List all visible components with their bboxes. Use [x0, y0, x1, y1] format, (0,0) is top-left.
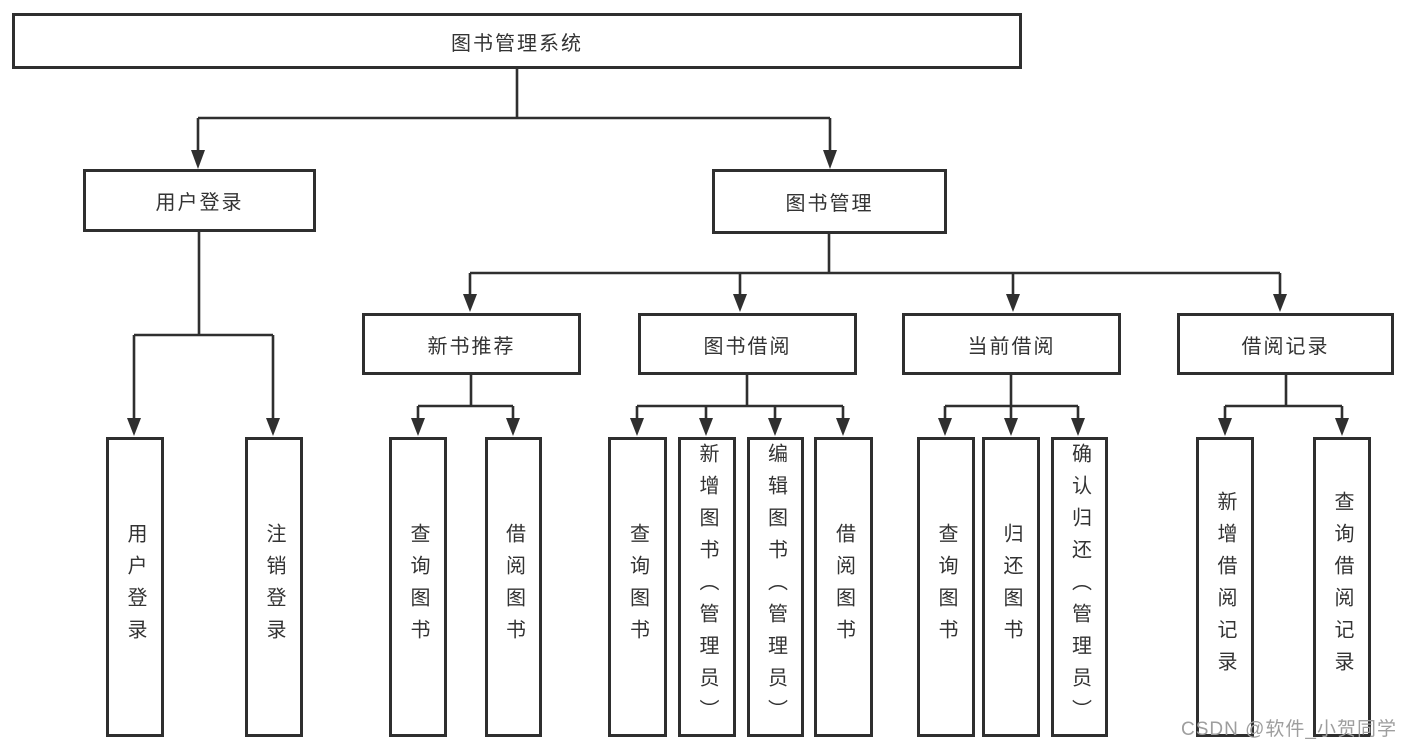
csdn-watermark: CSDN @软件_小贺同学: [1181, 719, 1397, 740]
node-borrow-records: 借阅记录: [1177, 313, 1394, 375]
node-book-management: 图书管理: [712, 169, 947, 234]
leaf-borrow-books: 借阅图书: [814, 437, 873, 737]
node-new-book-recommend: 新书推荐: [362, 313, 581, 375]
leaf-query-borrow-record: 查询借阅记录: [1313, 437, 1371, 737]
leaf-user-login: 用户登录: [106, 437, 164, 737]
leaf-borrow-books-recommend: 借阅图书: [485, 437, 542, 737]
node-current-borrow: 当前借阅: [902, 313, 1121, 375]
leaf-logout: 注销登录: [245, 437, 303, 737]
leaf-add-books-admin: 新增图书（管理员）: [678, 437, 736, 737]
leaf-return-books: 归还图书: [982, 437, 1040, 737]
leaf-query-books-borrow: 查询图书: [608, 437, 667, 737]
leaf-query-books-current: 查询图书: [917, 437, 975, 737]
leaf-query-books-recommend: 查询图书: [389, 437, 447, 737]
node-book-borrow: 图书借阅: [638, 313, 857, 375]
arrowhead-icons: [127, 150, 1349, 436]
root-node-library-system: 图书管理系统: [12, 13, 1022, 69]
node-user-login: 用户登录: [83, 169, 316, 232]
leaf-edit-books-admin: 编辑图书（管理员）: [747, 437, 804, 737]
leaf-add-borrow-record: 新增借阅记录: [1196, 437, 1254, 737]
leaf-confirm-return-admin: 确认归还（管理员）: [1051, 437, 1108, 737]
